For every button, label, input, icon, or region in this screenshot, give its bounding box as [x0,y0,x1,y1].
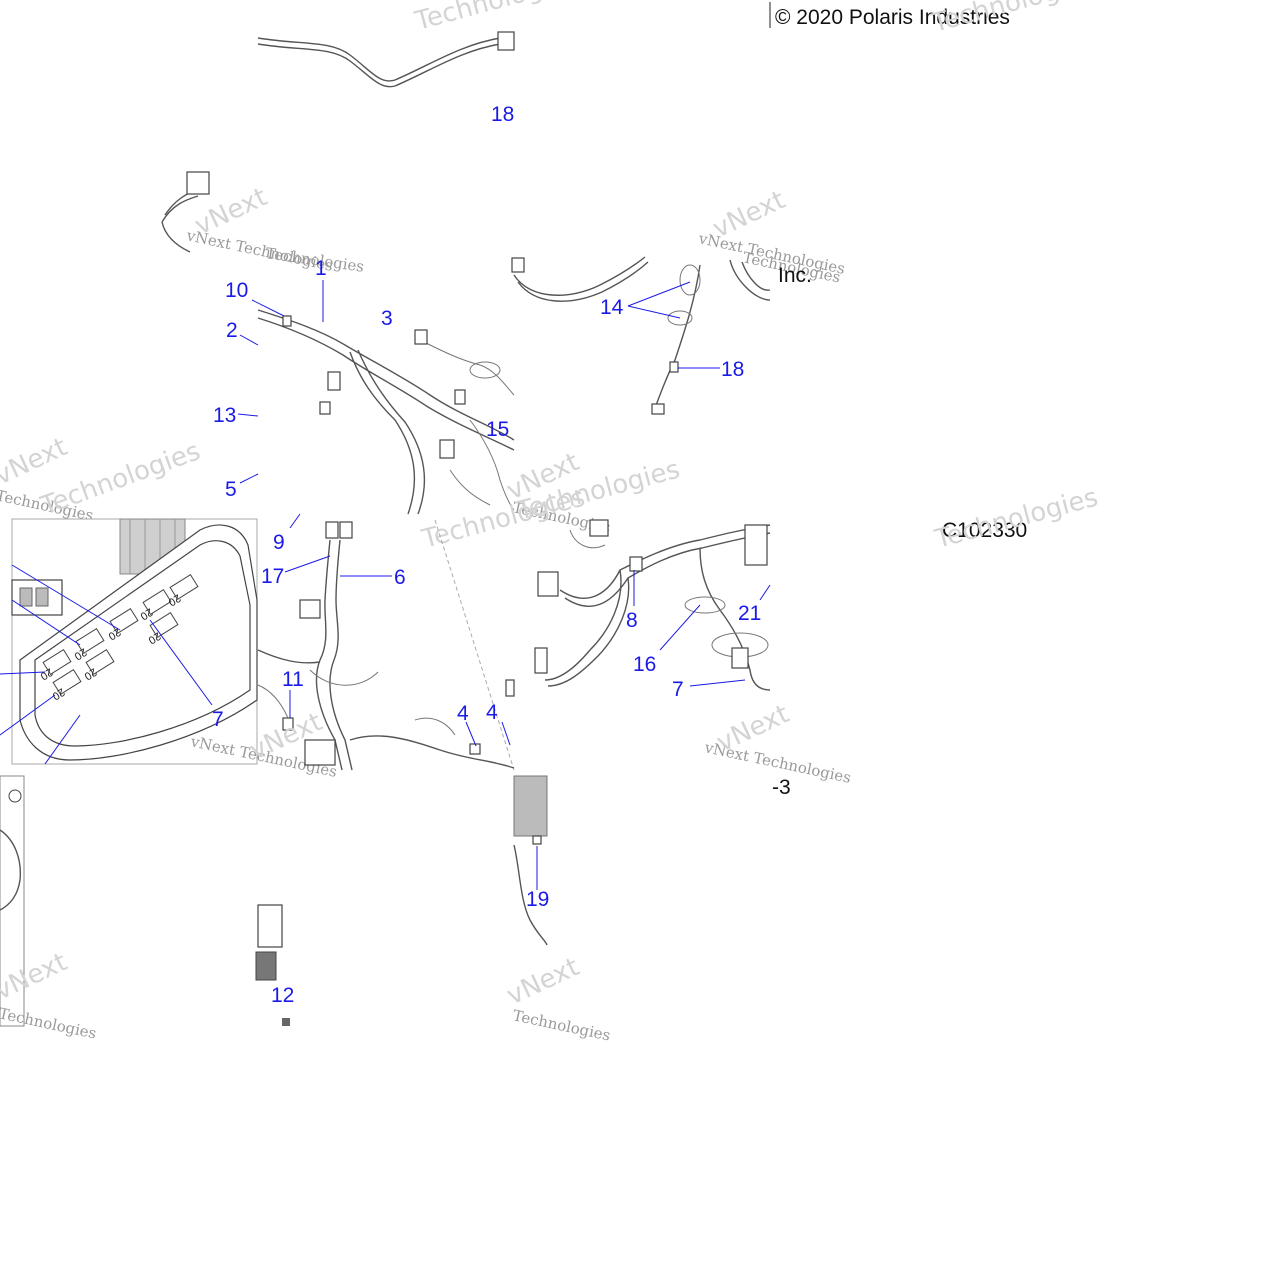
tile-right-lower-harness: Technologies 8 21 16 7 vNext Technologie… [513,455,853,787]
fuse-rating: 20 [138,605,155,622]
callout-19: 19 [526,888,549,911]
fuse-array [42,574,199,695]
callout-2: 2 [226,319,238,342]
tile-bottom-left: vNext Technologies [0,775,98,1043]
callout-20: 4 [486,701,498,724]
callout-18: 18 [721,358,744,381]
fuse-box-detail: 20 20 20 20 20 20 20 20 7 vNext Technolo… [0,518,339,781]
fuse-rating: 20 [50,685,67,702]
module-icon [257,904,283,948]
connector-icon [589,519,609,537]
clip-icon [282,315,292,327]
connector-block-icon [744,524,768,566]
clip-icon [669,361,679,373]
callout-7: 7 [672,678,684,701]
callout-15: 15 [486,418,509,441]
watermark-ghost: vNext [708,185,790,244]
tile-bottom-right: 19 vNext Technologies [502,775,612,1045]
callout-4: 4 [457,702,469,725]
callout-1: 1 [315,257,327,280]
copyright-text: © 2020 Polaris Industries [775,6,1010,29]
callout-9: 9 [273,531,285,554]
connector-icon [731,647,749,669]
tile-top-harness: Technologies 18 [257,0,581,126]
callout-10: 10 [225,279,248,302]
fuse-rating: 20 [82,665,99,682]
connector-icon [339,521,353,539]
connector-icon [497,31,515,51]
watermark-fragment: Technologies [0,1004,98,1042]
connector-icon [505,679,515,697]
callout-6: 6 [394,566,406,589]
watermark-ghost: vNext [502,952,584,1011]
connector-icon [319,401,331,415]
watermark-ghost: Technologies [928,0,1098,39]
callout-21: 21 [738,602,761,625]
clip-icon [629,556,643,572]
callout-5: 5 [225,478,237,501]
fuse-rating: 20 [166,591,183,608]
fuse-rating: 20 [72,645,89,662]
connector-icon [651,403,665,415]
watermark-ghost: vNext [0,432,72,491]
connector-icon [534,647,548,674]
watermark-fragment: Technologies [511,1006,612,1044]
clip-icon [532,835,542,845]
watermark-ghost: Technologies [411,0,581,37]
connector-block-icon [304,739,336,766]
callout-12: 12 [271,984,294,1007]
clip-icon [469,743,481,755]
callout-8: 8 [626,609,638,632]
watermark-ghost: Technologies [931,483,1101,555]
callout-18: 18 [491,103,514,126]
connector-icon [327,371,341,391]
connector-icon [454,389,466,405]
callout-13: 13 [213,404,236,427]
callout-3: 3 [381,307,393,330]
callout-16: 16 [633,653,656,676]
callout-17: 17 [261,565,284,588]
connector-icon [325,521,339,539]
connector-icon [537,571,559,597]
fuse-rating: 20 [38,665,55,682]
connector-icon [186,171,210,195]
connector-icon [439,439,455,459]
fuse-rating: 20 [146,629,163,646]
ref-fragment: -3 [772,776,791,799]
callout-11: 7 [212,708,224,731]
module-connector-icon [255,951,277,981]
tile-middle-harness: Technologies 9 17 6 11 4 4 vNext [245,483,588,771]
tile-bottom-module: 12 [255,904,294,1026]
callout-14: 14 [600,296,624,319]
connector-icon [414,329,428,345]
callout-4: 11 [282,668,304,691]
inc-fragment: Inc. [778,264,812,287]
diagram-id: C102330 [942,519,1027,542]
connector-icon [511,257,525,273]
connector-icon [299,599,321,619]
tile-main-harness: Technologies 1 10 3 2 13 15 5 [213,244,515,515]
